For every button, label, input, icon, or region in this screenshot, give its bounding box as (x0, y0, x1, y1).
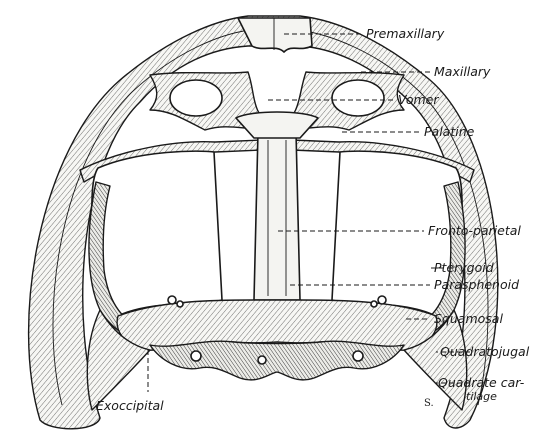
foramen-left-b (177, 301, 183, 307)
label-vomer: Vomer (398, 92, 439, 107)
exoccipital-group (150, 341, 404, 380)
label-palatine: Palatine (424, 124, 475, 139)
exoccipital-bone (150, 341, 404, 380)
artist-signature: S. (424, 398, 434, 409)
label-premaxillary: Premaxillary (366, 26, 445, 41)
orbit-left (92, 151, 222, 316)
condyle-foramen-right (353, 351, 363, 361)
condyle-foramen-mid (258, 356, 266, 364)
foramen-left-a (168, 296, 176, 304)
premaxillary-bone (238, 18, 312, 52)
label-parasphenoid: Parasphenoid (434, 277, 519, 292)
label-fronto-parietal: Fronto-parietal (428, 223, 521, 238)
choana-right (332, 80, 384, 116)
parasphenoid-column (254, 129, 300, 300)
label-exoccipital: Exoccipital (96, 398, 164, 413)
label-pterygoid: Pterygoid (434, 260, 494, 275)
condyle-foramen-left (191, 351, 201, 361)
foramen-right-a (378, 296, 386, 304)
posterior-plate (117, 296, 437, 350)
label-maxillary: Maxillary (434, 64, 491, 79)
label-quadrate-cartilage-line2: tilage (466, 390, 497, 403)
label-quadrate-cartilage-line1: Quadrate car- (438, 375, 525, 390)
label-squamosal: Squamosal (434, 311, 503, 326)
choana-left (170, 80, 222, 116)
sphenethmoid (236, 112, 318, 138)
label-quadratojugal: Quadratojugal (440, 344, 530, 359)
foramen-right-b (371, 301, 377, 307)
parasphenoid-wings (117, 300, 437, 350)
